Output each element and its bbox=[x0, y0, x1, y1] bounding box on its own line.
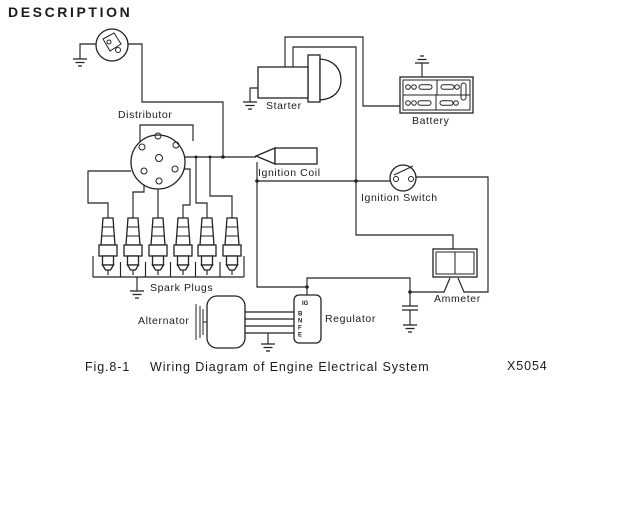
wire bbox=[412, 176, 489, 293]
mounted-component bbox=[95, 28, 129, 62]
spark-plugs: Spark Plugs bbox=[98, 210, 242, 294]
wire bbox=[209, 157, 233, 211]
regulator-terminal-e: E bbox=[298, 333, 302, 339]
ground-icon bbox=[242, 94, 258, 110]
figure-title: Wiring Diagram of Engine Electrical Syst… bbox=[150, 360, 430, 374]
battery: Battery bbox=[399, 76, 474, 127]
wire-junction bbox=[408, 290, 412, 294]
wire bbox=[292, 46, 454, 249]
ground-icon bbox=[402, 317, 418, 333]
ground-icon bbox=[414, 55, 430, 71]
figure-code: X5054 bbox=[507, 359, 548, 373]
wire bbox=[139, 124, 194, 142]
regulator-terminal-b: B bbox=[298, 312, 303, 318]
wire bbox=[410, 277, 451, 293]
spark-plug bbox=[197, 210, 217, 276]
ignition-switch: Ignition Switch bbox=[361, 164, 438, 204]
wire-junction bbox=[208, 155, 212, 159]
wire-junction bbox=[221, 155, 225, 159]
battery-label: Battery bbox=[412, 115, 450, 127]
ground-icon bbox=[72, 51, 88, 67]
wire bbox=[256, 181, 307, 288]
regulator-terminal-ig: IG bbox=[302, 301, 309, 307]
alternator-label: Alternator bbox=[138, 315, 190, 327]
ignition-coil-label: Ignition Coil bbox=[258, 167, 321, 179]
wire bbox=[128, 43, 224, 157]
spark-plug bbox=[123, 210, 143, 276]
wire bbox=[195, 157, 208, 211]
wire-junction bbox=[194, 155, 198, 159]
ground-icon bbox=[260, 336, 276, 352]
ignition-switch-label: Ignition Switch bbox=[361, 192, 438, 204]
capacitor bbox=[402, 305, 418, 311]
wire-junction bbox=[354, 179, 358, 183]
wire bbox=[284, 36, 402, 107]
page-title: DESCRIPTION bbox=[8, 4, 132, 20]
wire bbox=[178, 168, 191, 211]
regulator-terminal-f: F bbox=[298, 326, 302, 332]
distributor-label: Distributor bbox=[118, 109, 172, 121]
starter: Starter bbox=[257, 54, 342, 112]
wire bbox=[249, 87, 258, 95]
ignition-coil: Ignition Coil bbox=[254, 147, 321, 179]
wire-junction bbox=[255, 179, 259, 183]
regulator-terminal-n: N bbox=[298, 319, 302, 325]
spark-plug bbox=[222, 210, 242, 276]
distributor: Distributor bbox=[118, 109, 186, 190]
wire bbox=[79, 43, 96, 52]
wire bbox=[245, 311, 294, 334]
ammeter: Ammeter bbox=[432, 248, 481, 305]
wire bbox=[306, 277, 411, 306]
regulator-label: Regulator bbox=[325, 313, 376, 325]
wire bbox=[92, 256, 245, 278]
ground-icon bbox=[129, 283, 145, 299]
spark-plug bbox=[173, 210, 193, 276]
spark-plugs-label: Spark Plugs bbox=[150, 282, 213, 294]
figure-number: Fig.8-1 bbox=[85, 360, 130, 374]
alternator: Alternator bbox=[138, 295, 246, 349]
ammeter-label: Ammeter bbox=[434, 293, 481, 305]
wire bbox=[87, 170, 131, 211]
spark-plug bbox=[148, 210, 168, 276]
wire-junction bbox=[305, 285, 309, 289]
regulator: IG B N F E Regulator bbox=[293, 294, 376, 344]
spark-plug bbox=[98, 210, 118, 276]
starter-label: Starter bbox=[266, 100, 302, 112]
